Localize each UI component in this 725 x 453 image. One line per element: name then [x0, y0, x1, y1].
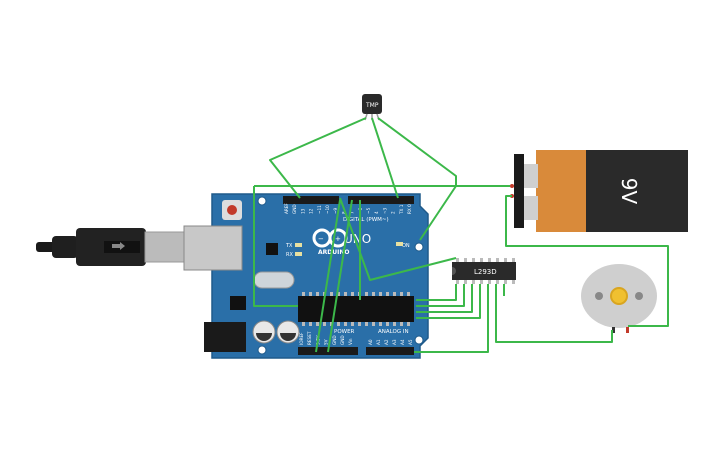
- battery-9v[interactable]: 9V: [510, 150, 688, 232]
- pin-label: ~5: [366, 207, 371, 214]
- tx-led: [295, 243, 302, 247]
- pin-label: IOREF: [299, 332, 304, 345]
- pin-label: A4: [400, 339, 405, 345]
- tx-label: TX: [285, 243, 293, 249]
- pin-label: 2: [391, 211, 396, 214]
- wires: [253, 117, 669, 353]
- on-led: [396, 242, 403, 246]
- pin-label: GND: [340, 335, 345, 345]
- power-jack: [204, 322, 246, 352]
- pin-label: TX 1: [399, 204, 404, 215]
- usb-cable: [36, 228, 186, 266]
- pin-label: Vin: [348, 338, 353, 345]
- crystal-icon: [253, 271, 295, 289]
- svg-text:+: +: [335, 235, 341, 243]
- l293d-driver[interactable]: L293D: [452, 258, 516, 284]
- pin-label: 8: [341, 211, 346, 214]
- pin-label: AREF: [284, 203, 289, 214]
- pin-label: 5V: [324, 339, 329, 345]
- pin-label: RESET: [307, 331, 312, 345]
- battery-label: 9V: [617, 178, 641, 205]
- rx-led: [295, 252, 302, 256]
- pin-label: RX 0: [407, 204, 412, 214]
- uno-label: UNO: [344, 232, 371, 246]
- pin-label: 7: [350, 211, 355, 214]
- arduino-board[interactable]: − + UNO ARDUINO DIGITAL (PWM~) TX RX ON …: [183, 193, 429, 359]
- usb-port: [183, 225, 243, 271]
- pin-label: A5: [408, 339, 413, 345]
- pin-label: 13: [300, 208, 305, 214]
- atmega-chip: [298, 296, 414, 322]
- arduino-brand-label: ARDUINO: [318, 249, 349, 256]
- pin-label: A3: [392, 339, 397, 345]
- pin-label: ~9: [333, 207, 338, 214]
- pin-label: ~10: [325, 205, 330, 214]
- digital-header-left: [283, 196, 339, 204]
- pin-label: ~11: [317, 205, 322, 214]
- on-label: ON: [402, 243, 410, 249]
- pin-label: 12: [309, 208, 314, 214]
- temperature-sensor[interactable]: TMP: [362, 94, 382, 121]
- power-label: POWER: [334, 329, 355, 335]
- gear-icon: [610, 287, 628, 305]
- pin-label: 4: [374, 211, 379, 214]
- sensor-label: TMP: [365, 102, 379, 109]
- regulator-icon: [230, 296, 246, 310]
- dc-motor[interactable]: [581, 264, 657, 333]
- pin-label: A0: [368, 339, 373, 345]
- digital-label: DIGITAL (PWM~): [343, 217, 389, 223]
- analog-header: [366, 347, 414, 355]
- pin-label: GND: [292, 204, 297, 214]
- digital-header-right: [348, 196, 414, 204]
- pin-label: A2: [384, 339, 389, 345]
- analog-in-label: ANALOG IN: [378, 329, 409, 335]
- pin-label: ~3: [382, 207, 387, 214]
- rx-label: RX: [286, 252, 293, 258]
- chip-icon: [266, 243, 278, 255]
- svg-text:−: −: [318, 235, 324, 243]
- driver-label: L293D: [474, 268, 497, 276]
- pin-label: GND: [332, 335, 337, 345]
- pin-label: A1: [376, 339, 381, 345]
